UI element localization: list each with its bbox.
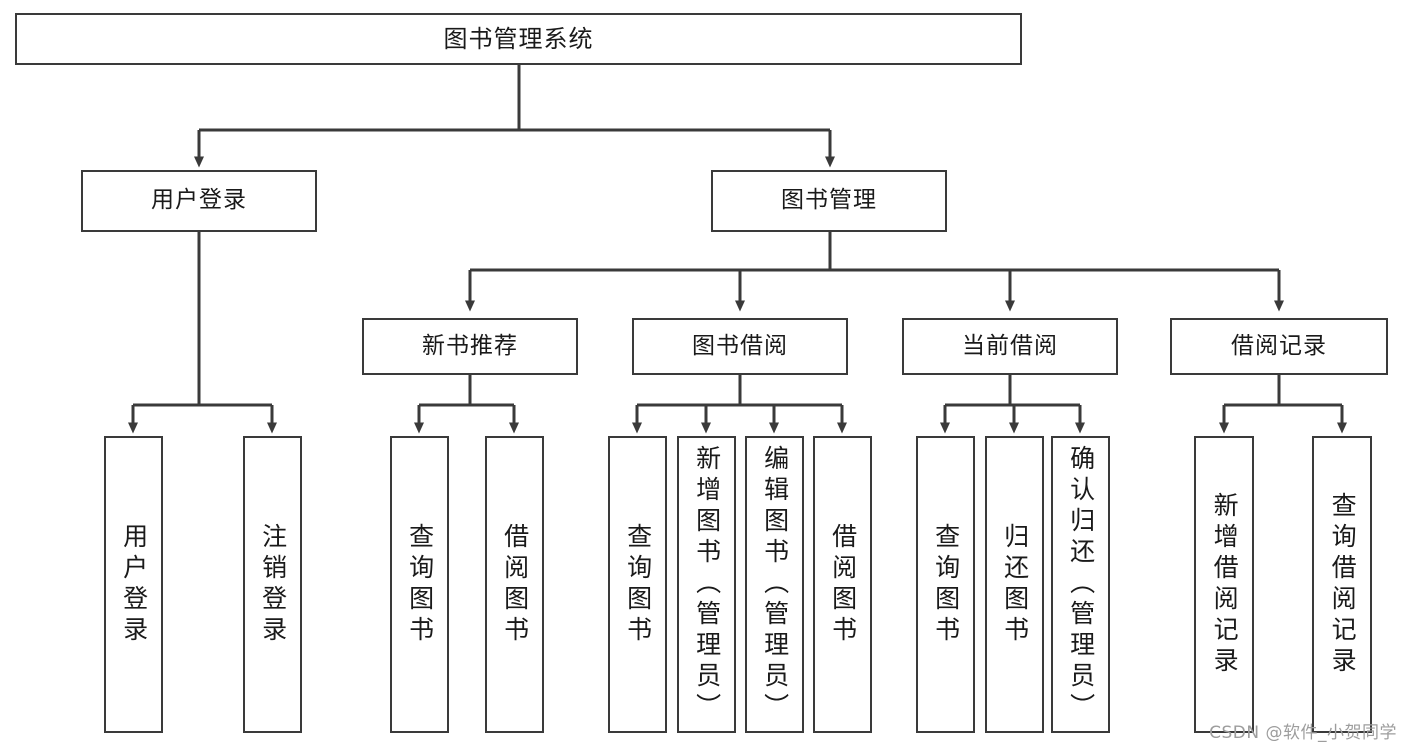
node-label: 用户登录 — [119, 522, 149, 647]
leaf-book-borrow-add-book[interactable]: 新增图书（管理员） — [677, 436, 736, 733]
node-label: 借阅图书 — [828, 522, 858, 647]
leaf-new-book-query-book[interactable]: 查询图书 — [390, 436, 449, 733]
node-root-book-management-system[interactable]: 图书管理系统 — [15, 13, 1022, 65]
node-label: 编辑图书（管理员） — [760, 445, 790, 724]
node-label: 图书借阅 — [692, 332, 788, 359]
leaf-book-borrow-edit-book[interactable]: 编辑图书（管理员） — [745, 436, 804, 733]
node-label: 图书管理系统 — [443, 24, 594, 53]
leaf-user-login-login[interactable]: 用户登录 — [104, 436, 163, 733]
leaf-borrow-record-add-record[interactable]: 新增借阅记录 — [1194, 436, 1254, 733]
node-label: 查询图书 — [931, 522, 961, 647]
csdn-watermark: CSDN @软件_小贺同学 — [1209, 723, 1397, 743]
node-new-book-recommend[interactable]: 新书推荐 — [362, 318, 578, 375]
node-label: 查询借阅记录 — [1328, 491, 1358, 678]
leaf-user-login-logout[interactable]: 注销登录 — [243, 436, 302, 733]
node-label: 归还图书 — [1000, 522, 1030, 647]
node-user-login[interactable]: 用户登录 — [81, 170, 317, 232]
node-label: 确认归还（管理员） — [1066, 445, 1096, 724]
leaf-borrow-record-query-record[interactable]: 查询借阅记录 — [1312, 436, 1372, 733]
node-label: 借阅图书 — [500, 522, 530, 647]
leaf-current-borrow-query-book[interactable]: 查询图书 — [916, 436, 975, 733]
node-label: 借阅记录 — [1231, 332, 1327, 359]
leaf-book-borrow-query-book[interactable]: 查询图书 — [608, 436, 667, 733]
node-label: 新增图书（管理员） — [692, 445, 722, 724]
leaf-book-borrow-borrow-book[interactable]: 借阅图书 — [813, 436, 872, 733]
node-label: 查询图书 — [623, 522, 653, 647]
leaf-new-book-borrow-book[interactable]: 借阅图书 — [485, 436, 544, 733]
node-book-borrow[interactable]: 图书借阅 — [632, 318, 848, 375]
node-label: 注销登录 — [258, 522, 288, 647]
node-book-management[interactable]: 图书管理 — [711, 170, 947, 232]
node-current-borrow[interactable]: 当前借阅 — [902, 318, 1118, 375]
node-label: 新书推荐 — [422, 332, 518, 359]
leaf-current-borrow-return-book[interactable]: 归还图书 — [985, 436, 1044, 733]
node-label: 当前借阅 — [962, 332, 1058, 359]
node-label: 新增借阅记录 — [1210, 491, 1240, 678]
node-label: 图书管理 — [781, 187, 877, 214]
node-borrow-record[interactable]: 借阅记录 — [1170, 318, 1388, 375]
node-label: 查询图书 — [405, 522, 435, 647]
node-label: 用户登录 — [151, 187, 247, 214]
leaf-current-borrow-confirm-return[interactable]: 确认归还（管理员） — [1051, 436, 1110, 733]
